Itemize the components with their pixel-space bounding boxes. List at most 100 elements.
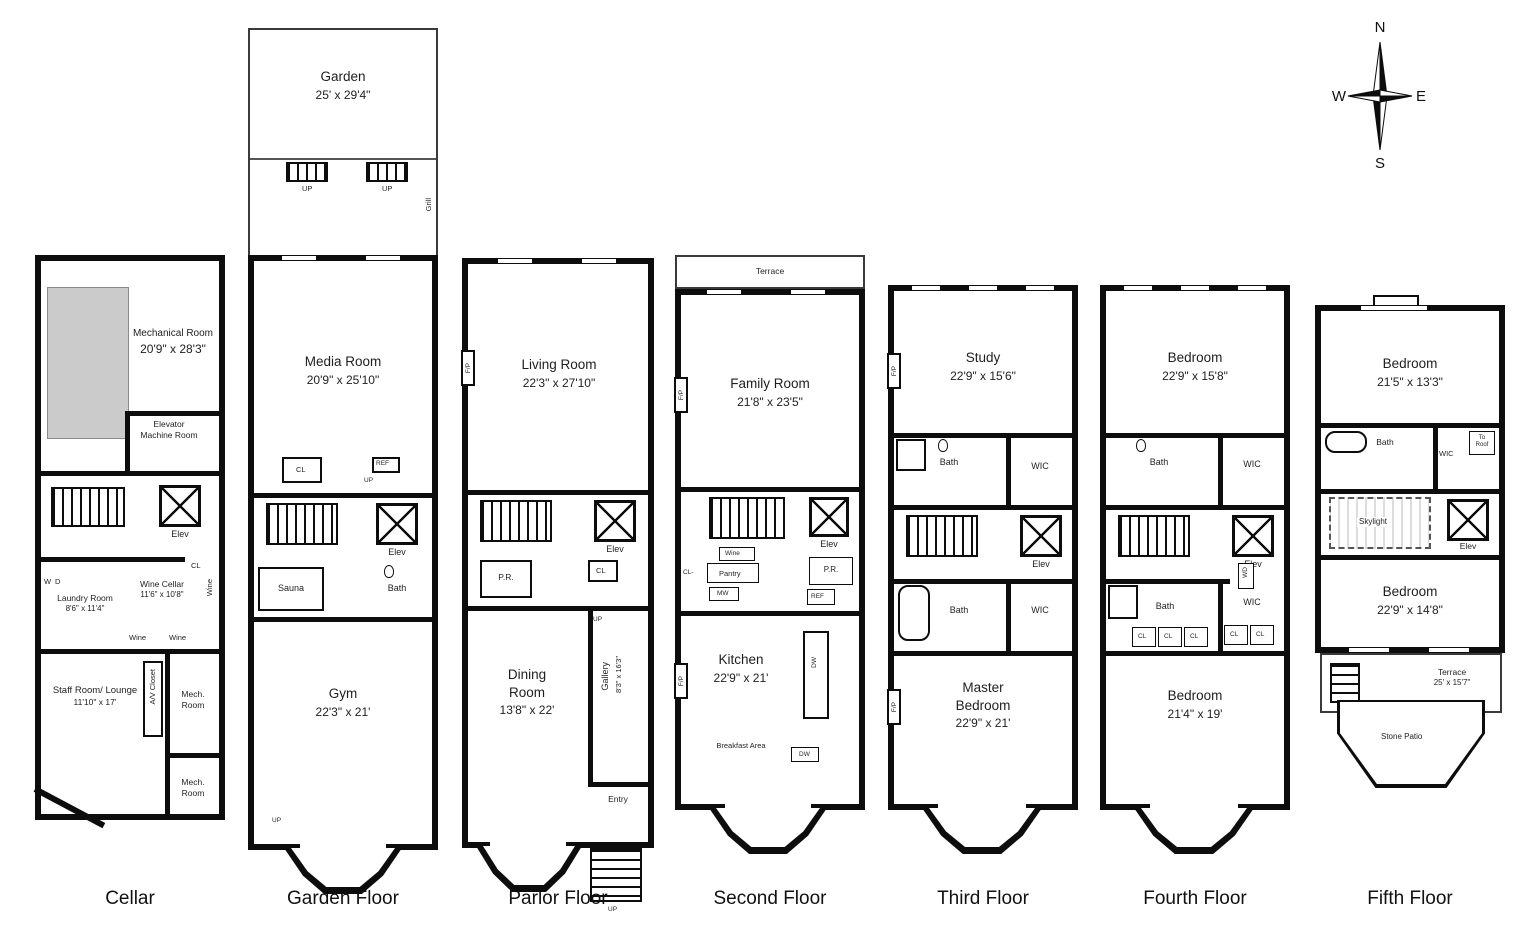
compass-point-east xyxy=(1379,95,1413,103)
interior-wall xyxy=(1433,423,1438,489)
gallery-label: Gallery xyxy=(600,662,610,691)
fifth-floorplan: Bedroom 21'5" x 13'3" Bath WIC To Roof S… xyxy=(1315,295,1505,653)
compass-point-east xyxy=(1379,89,1413,97)
washer-label: W xyxy=(44,577,52,586)
bay-window xyxy=(709,808,827,854)
floor-name-cellar: Cellar xyxy=(105,888,155,909)
bay-opening xyxy=(490,842,566,848)
room-name: Family Room xyxy=(730,376,810,391)
second-floorplan: F/P Family Room 21'8" x 23'5" Elev Wine … xyxy=(674,289,865,854)
interior-wall xyxy=(41,649,219,654)
room-dims: 11'6" x 10'8" xyxy=(140,590,184,600)
room-label-laundry-room: Laundry Room 8'6" x 11'4" xyxy=(53,593,117,614)
closet-label: CL- xyxy=(683,569,694,576)
room-label-mechanical-room: Mechanical Room 20'9" x 28'3" xyxy=(129,327,217,358)
elevator-label: Elev xyxy=(1459,541,1477,551)
interior-wall xyxy=(681,487,859,492)
fireplace-icon: F/P xyxy=(887,353,901,389)
room-label-staff-room: Staff Room/ Lounge 11'10" x 17' xyxy=(47,685,143,708)
interior-wall xyxy=(1321,423,1499,428)
washer-dryer xyxy=(1238,563,1254,589)
wine-storage xyxy=(719,547,755,561)
fireplace-label: F/P xyxy=(464,362,472,374)
refrigerator-label: REF xyxy=(376,460,389,467)
window xyxy=(912,285,940,291)
interior-wall xyxy=(165,753,219,758)
toilet-icon xyxy=(1136,439,1146,452)
closet xyxy=(1184,627,1208,647)
up-label: UP xyxy=(302,184,313,193)
compass-point-south xyxy=(1379,95,1388,151)
room-label-bedroom-1: Bedroom 22'9" x 15'8" xyxy=(1124,349,1266,384)
roof-access xyxy=(1469,431,1495,455)
grill-label: Grill xyxy=(424,198,433,212)
elevator-icon xyxy=(376,503,418,545)
compass-point-north xyxy=(1379,41,1388,97)
room-label-living-room: Living Room 22'3" x 27'10" xyxy=(488,356,630,391)
interior-wall xyxy=(1218,433,1223,505)
stairs-icon xyxy=(906,515,978,557)
up-label: UP xyxy=(272,817,282,824)
terrace-label: Terrace xyxy=(755,266,785,276)
room-name: Bedroom xyxy=(1167,350,1223,365)
closet-label: CL xyxy=(1164,633,1173,640)
window xyxy=(582,258,616,264)
room-name: Laundry Room xyxy=(57,593,113,603)
breakfast-area-label: Breakfast Area xyxy=(716,741,766,750)
sauna-label: Sauna xyxy=(277,583,305,593)
room-name: Dining Room xyxy=(507,667,547,700)
toilet-icon xyxy=(384,565,394,578)
compass-point-north xyxy=(1372,41,1381,97)
room-dims: 22'3" x 21' xyxy=(315,704,371,719)
room-dims: 22'9" x 21' xyxy=(713,670,769,685)
bath-label: Bath xyxy=(1155,601,1175,611)
closet-label: CL xyxy=(1138,633,1147,640)
room-dims: 20'9" x 28'3" xyxy=(140,342,206,356)
room-name: Living Room xyxy=(521,357,597,372)
bath-label: Bath xyxy=(949,605,969,615)
room-name: Bedroom xyxy=(1167,688,1223,703)
powder-room xyxy=(480,560,532,598)
interior-wall xyxy=(1321,489,1499,494)
second-floor-terrace: Terrace xyxy=(675,255,865,289)
room-label-mech-room-2: Mech. Room xyxy=(181,777,205,798)
wine-storage-label: Wine xyxy=(129,633,147,642)
closet-label: CL xyxy=(191,561,201,570)
mechanical-equipment-area xyxy=(47,287,129,439)
window xyxy=(1026,285,1054,291)
powder-room-label: P.R. xyxy=(823,565,839,574)
compass-north-label: N xyxy=(1375,19,1386,36)
bay-window xyxy=(476,846,582,892)
interior-wall xyxy=(41,471,219,476)
deck-edge xyxy=(250,158,436,160)
interior-wall xyxy=(894,433,1072,438)
fireplace-icon: F/P xyxy=(461,350,475,386)
room-name: Staff Room/ Lounge xyxy=(52,685,138,696)
washer-dryer-label: WD xyxy=(1242,567,1249,578)
bath-label: Bath xyxy=(1149,457,1169,467)
toilet-icon xyxy=(938,439,948,452)
closet-label: CL xyxy=(1256,631,1265,638)
microwave xyxy=(709,587,739,601)
stone-patio: Stone Patio xyxy=(1337,700,1485,788)
fourth-floorplan: Bedroom 22'9" x 15'8" Bath WIC Elev WD B… xyxy=(1100,285,1290,854)
interior-wall xyxy=(588,782,648,787)
wine-storage-label: Wine xyxy=(725,550,740,557)
room-name: Gym xyxy=(328,686,358,701)
interior-wall xyxy=(1106,651,1284,656)
room-name: Bedroom xyxy=(1382,584,1438,599)
dishwasher-label: DW xyxy=(811,657,818,668)
compass-rose: N S W E xyxy=(1332,19,1426,172)
elevator-icon xyxy=(159,485,201,527)
fireplace-icon: F/P xyxy=(887,689,901,725)
floor-name-second: Second Floor xyxy=(713,888,827,909)
elevator-label: Elev xyxy=(171,529,189,539)
room-dims: 21'4" x 19' xyxy=(1167,706,1223,721)
stairs-icon xyxy=(480,500,552,542)
room-name: Media Room xyxy=(304,354,382,369)
elevator-label: Elev xyxy=(1032,559,1050,569)
room-label-kitchen: Kitchen 22'9" x 21' xyxy=(689,651,793,686)
bath-label: Bath xyxy=(1376,437,1394,447)
garden-area: Garden 25' x 29'4" UP UP Grill xyxy=(248,28,438,258)
wic-label: WIC xyxy=(1243,597,1261,607)
